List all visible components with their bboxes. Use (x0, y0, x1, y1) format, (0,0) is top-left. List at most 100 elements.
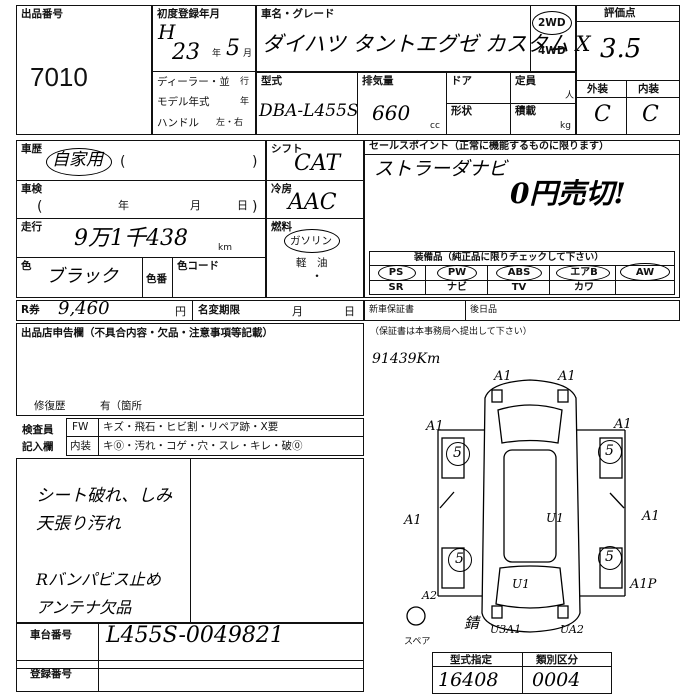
mark-a2-1: A2 (422, 589, 437, 602)
mark-u1-1: U1 (546, 511, 564, 525)
shape-label: 形状 (451, 105, 472, 117)
inspector-box (66, 418, 364, 456)
sales-point-label: セールスポイント（正常に機能するものに限ります） (369, 141, 609, 152)
rear-seat-label: 後日品 (470, 305, 498, 315)
inspector-row1-text: キズ・飛石・ヒビ割・リペア跡・X要 (103, 421, 279, 433)
category-value: 0004 (532, 669, 581, 691)
inspection-label: 車検 (21, 183, 42, 195)
grade-box (576, 5, 680, 135)
new-warranty-label: 新車保証書 (369, 305, 415, 315)
color-code-label: 色コード (177, 260, 219, 272)
mark-circle-1 (446, 442, 470, 466)
mark-5-1: 5 (453, 445, 462, 461)
equip-navi: ナビ (447, 282, 467, 293)
equip-leather: カワ (574, 282, 594, 293)
inspection-day: 日 (237, 199, 248, 212)
model-type-value: DBA-L455S (259, 101, 359, 121)
chassis-box (16, 623, 364, 669)
mark-a1-6: A1 (642, 509, 660, 524)
car-name-value: ダイハツ タントエグゼ カスタム X (262, 32, 591, 56)
displacement-value: 660 (372, 101, 411, 125)
mark-circle-2 (598, 440, 622, 464)
category-label: 類別区分 (536, 654, 578, 666)
capacity-label: 定員 (515, 75, 536, 87)
history-block (16, 140, 266, 298)
car-history-circle (46, 148, 112, 176)
mark-ua2: UA2 (560, 623, 584, 636)
lot-label: 出品番号 (21, 8, 63, 20)
type-designation-label: 型式指定 (450, 654, 492, 666)
inspector-label: 検査員 (22, 424, 54, 436)
interior-label: 内装 (638, 83, 659, 95)
equipment-box (369, 251, 675, 295)
inspector-row2-head: 内装 (70, 440, 91, 452)
shift-value: CAT (294, 151, 341, 176)
load-label: 積載 (515, 105, 536, 117)
reg-no-box (16, 660, 364, 692)
diagram-spare: スペア (404, 637, 431, 647)
registration-month: 5 (226, 36, 240, 61)
mark-a1-5: A1 (404, 513, 422, 528)
inspection-year: 年 (118, 199, 129, 212)
recycle-label: R券 (21, 304, 40, 316)
notes-line1: シート破れ、しみ (36, 486, 173, 506)
registration-year-unit: 年 (212, 49, 222, 59)
fuel-dot: ・ (311, 269, 324, 283)
ac-value: AAC (288, 190, 337, 215)
registration-era: H (158, 20, 176, 44)
sales-point-line2: 0円売切! (510, 177, 626, 210)
writer-label: 記入欄 (22, 441, 54, 453)
equip-tv: TV (511, 282, 527, 293)
mark-a1-3: A1 (426, 419, 444, 434)
model-year-label: モデル年式 (157, 96, 210, 108)
mark-a1-2: A1 (558, 369, 576, 384)
report-block (16, 323, 364, 416)
interior-value: C (642, 102, 659, 127)
inspection-paren-close: ) (252, 199, 258, 215)
warranty-note: （保証書は本事務局へ提出して下さい） (370, 327, 532, 337)
mark-a1-1: A1 (494, 369, 512, 384)
equip-sr: SR (388, 282, 404, 293)
model-year-unit: 年 (240, 97, 250, 107)
mark-circle-3 (448, 548, 472, 572)
dealer-label: ディーラー・並 (157, 76, 230, 88)
mark-a1-4: A1 (614, 417, 632, 432)
mark-5-3: 5 (455, 551, 464, 567)
mark-circle-4 (598, 546, 622, 570)
name-change-day: 日 (344, 305, 355, 318)
mileage-unit: km (218, 243, 232, 253)
inspector-row2-text: キ⓪・汚れ・コゲ・穴・スレ・キレ・破⓪ (103, 440, 303, 452)
drive-2wd-circle (532, 11, 572, 35)
notes-line2: 天張り汚れ (36, 514, 121, 534)
repair-label: 修復歴 (34, 400, 66, 412)
color-value: ブラック (46, 266, 118, 287)
car-history-paren-open: ( (120, 154, 126, 170)
diagram-mileage-note: 91439Km (372, 351, 441, 367)
equip-airbag-circle (556, 265, 610, 281)
mark-a1p: A1P (630, 577, 657, 592)
inspection-paren-open: ( (37, 199, 43, 215)
type-designation-value: 16408 (438, 669, 499, 691)
car-name-box (256, 5, 576, 72)
model-type-label: 型式 (261, 75, 282, 87)
handle-options: 左・右 (216, 118, 244, 128)
mark-5-4: 5 (605, 549, 614, 565)
mileage-value: 9万1千438 (74, 226, 188, 251)
inspector-row1-head: FW (72, 421, 89, 433)
registration-box (152, 5, 256, 135)
registration-label: 初度登録年月 (157, 8, 220, 20)
reg-no-label: 登録番号 (30, 668, 72, 680)
equip-pw-circle (437, 265, 477, 281)
door-label: ドア (451, 75, 472, 87)
equip-abs-circle (496, 265, 542, 281)
recycle-row (16, 300, 364, 321)
displacement-unit: cc (430, 121, 440, 131)
sales-point-line1: ストラーダナビ (374, 158, 508, 180)
fuel-diesel: 軽 油 (296, 257, 328, 269)
mark-u3a1: U3A1 (490, 623, 522, 636)
registration-year: 23 (172, 40, 200, 65)
car-name-label: 車名・グレード (261, 8, 335, 20)
mark-5-2: 5 (605, 443, 614, 459)
shift-label: シフト (271, 143, 303, 155)
repair-value: 有（箇所 (100, 400, 142, 412)
